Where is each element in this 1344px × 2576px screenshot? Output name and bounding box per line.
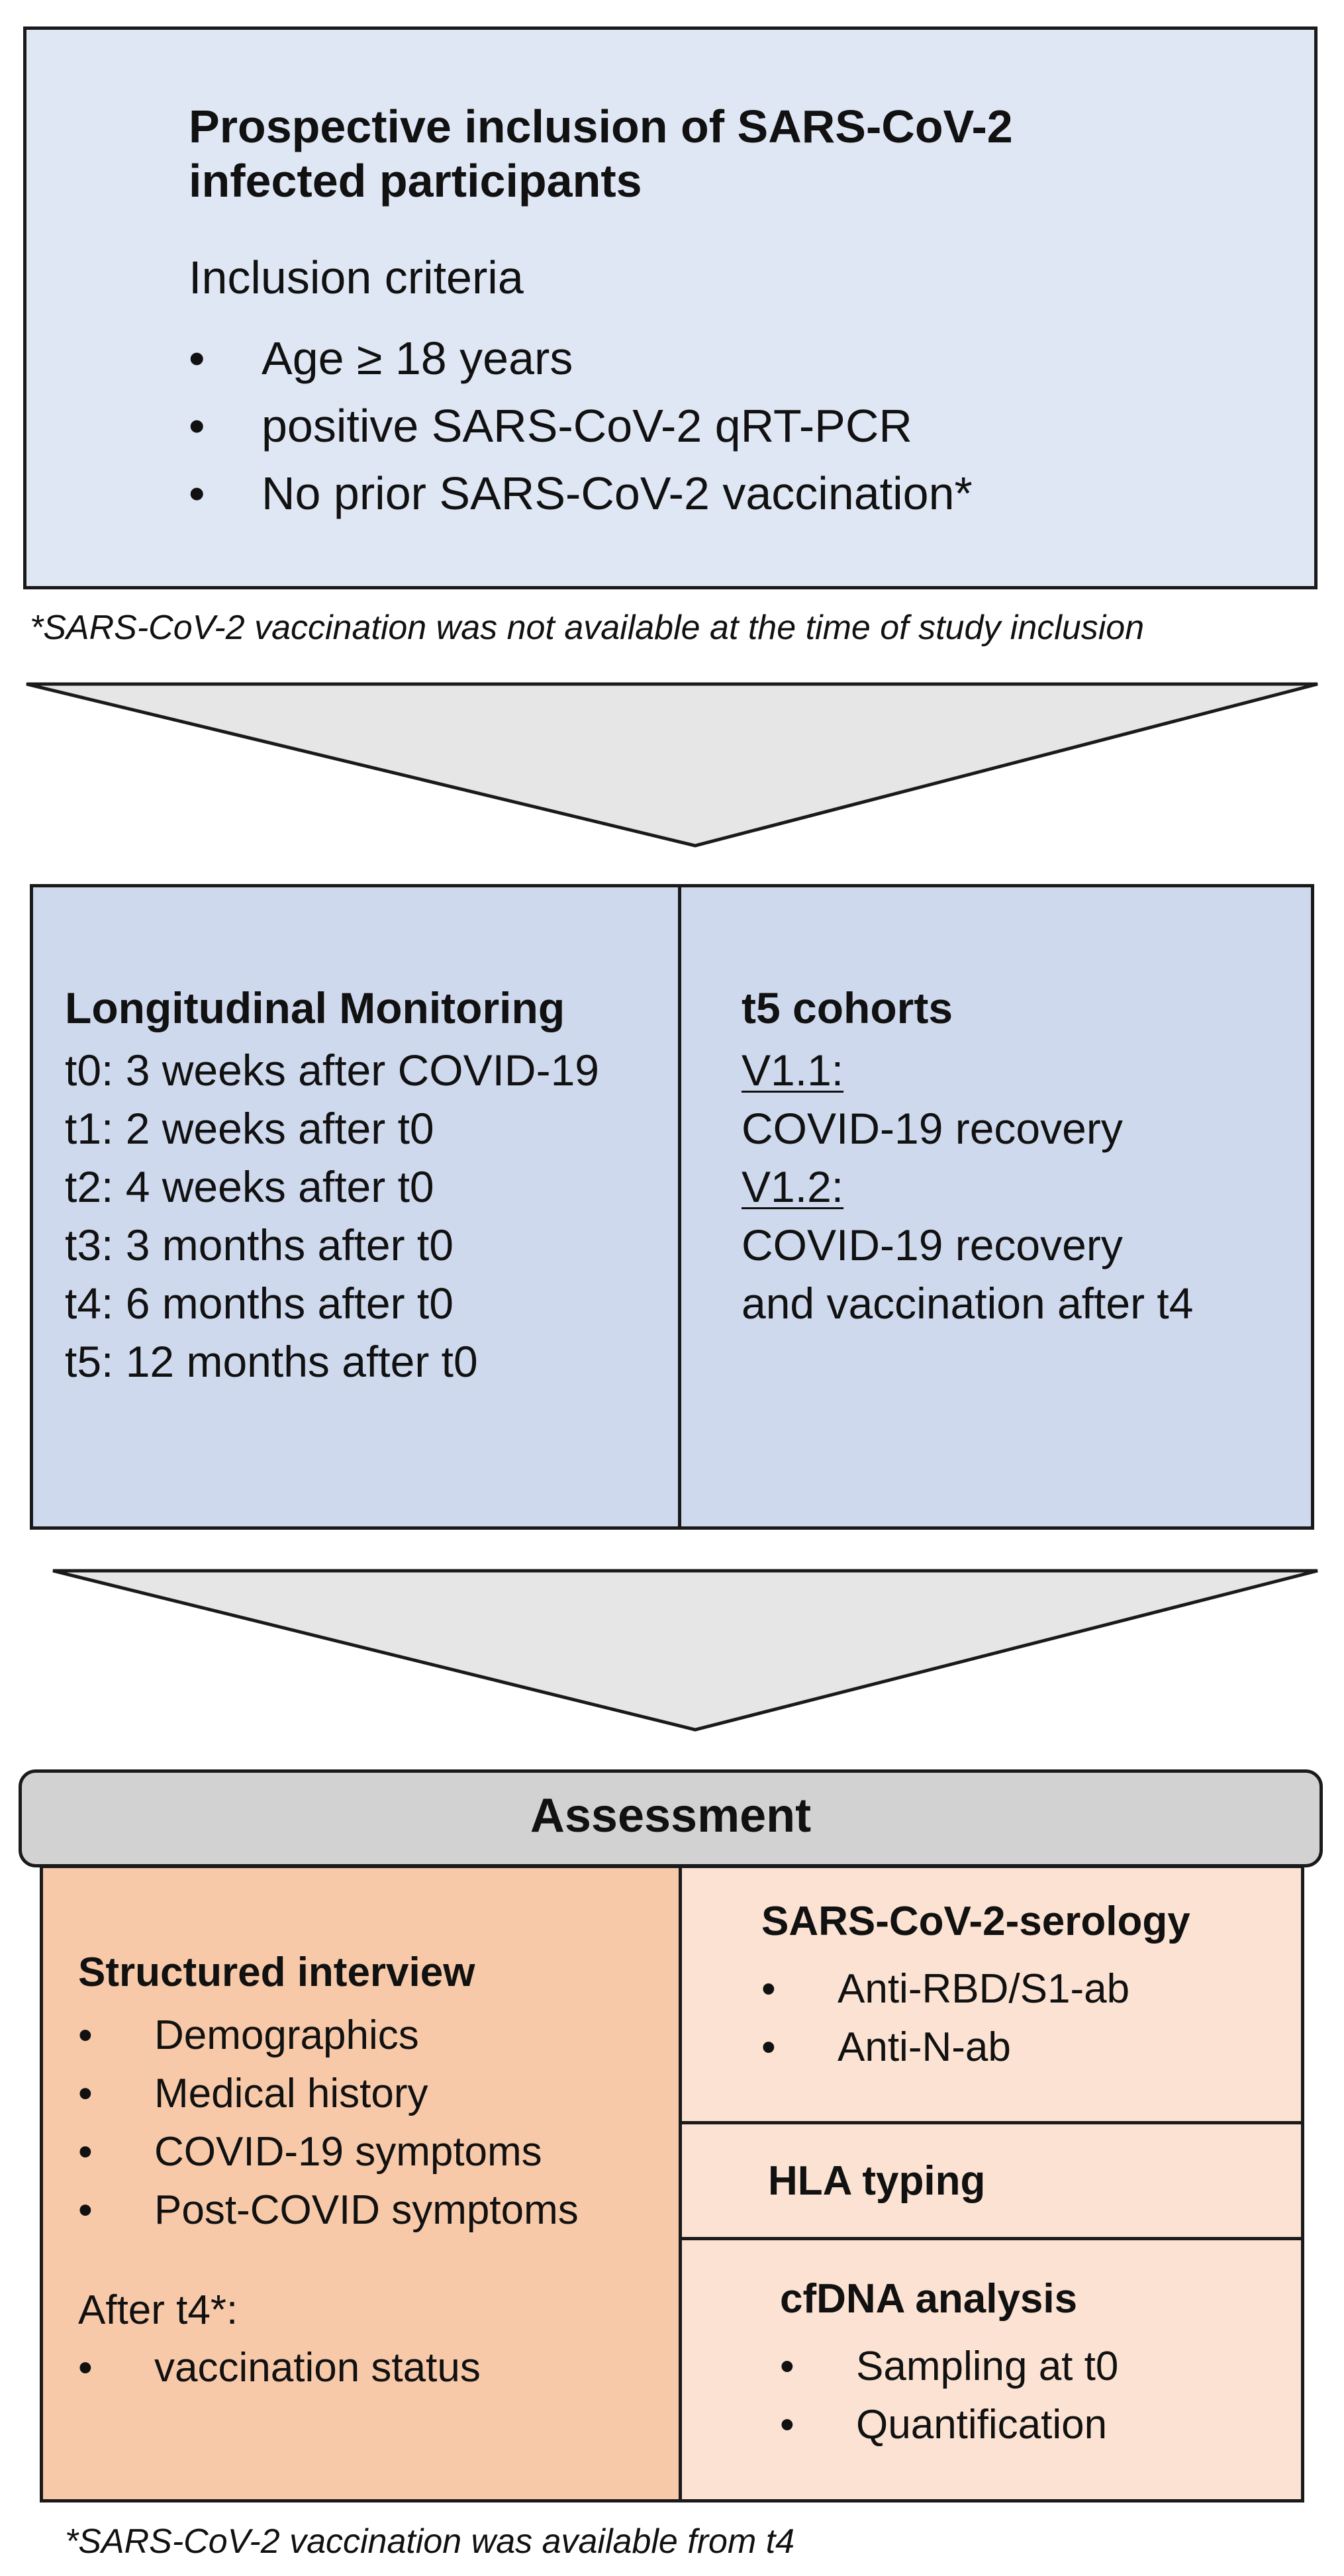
list-item: • vaccination status xyxy=(78,2345,481,2391)
list-item: • Age ≥ 18 years xyxy=(189,332,573,384)
list-item: • Medical history xyxy=(78,2071,428,2116)
cohort-v12-text-line2: and vaccination after t4 xyxy=(742,1279,1194,1328)
interview-title: Structured interview xyxy=(78,1950,475,1995)
criteria-item: Age ≥ 18 years xyxy=(262,332,573,384)
down-arrow-1 xyxy=(26,682,1318,848)
inclusion-title-line2: infected participants xyxy=(189,155,642,207)
assessment-title: Assessment xyxy=(530,1789,812,1842)
timepoint-item: t0: 3 weeks after COVID-19 xyxy=(65,1046,599,1095)
serology-cell xyxy=(679,1865,1304,2124)
interview-after-item: vaccination status xyxy=(154,2345,481,2391)
list-item: • COVID-19 symptoms xyxy=(78,2129,542,2175)
timepoint-item: t3: 3 months after t0 xyxy=(65,1220,454,1269)
list-item: • Anti-N-ab xyxy=(761,2024,1011,2070)
inclusion-footnote: *SARS-CoV-2 vaccination was not availabl… xyxy=(30,609,1145,647)
interview-after-label: After t4*: xyxy=(78,2287,238,2333)
cohort-v12-label: V1.2: xyxy=(742,1162,844,1211)
serology-title: SARS-CoV-2-serology xyxy=(761,1899,1190,1944)
timepoint-item: t4: 6 months after t0 xyxy=(65,1279,454,1328)
list-item: • Sampling at t0 xyxy=(780,2344,1119,2389)
cfdna-item: Quantification xyxy=(856,2402,1108,2448)
serology-list: • Anti-RBD/S1-ab • Anti-N-ab xyxy=(761,1960,1291,2077)
monitoring-title: Longitudinal Monitoring xyxy=(65,983,565,1032)
cohort-v12-text-line1: COVID-19 recovery xyxy=(742,1220,1123,1269)
assessment-footnote: *SARS-CoV-2 vaccination was available fr… xyxy=(65,2522,795,2561)
monitoring-divider xyxy=(678,884,681,1530)
interview-item: Demographics xyxy=(154,2012,419,2058)
criteria-heading: Inclusion criteria xyxy=(189,252,524,303)
criteria-item: positive SARS-CoV-2 qRT-PCR xyxy=(262,400,912,452)
list-item: • Anti-RBD/S1-ab xyxy=(761,1966,1130,2012)
interview-item: COVID-19 symptoms xyxy=(154,2129,542,2175)
cohorts-panel: t5 cohorts V1.1: COVID-19 recovery V1.2:… xyxy=(742,979,1193,1332)
list-item: • No prior SARS-CoV-2 vaccination* xyxy=(189,468,973,519)
hla-cell xyxy=(679,2121,1304,2240)
monitoring-box xyxy=(30,884,1314,1530)
cohort-v11-label: V1.1: xyxy=(742,1046,844,1095)
interview-item: Medical history xyxy=(154,2071,428,2116)
criteria-item: No prior SARS-CoV-2 vaccination* xyxy=(262,468,973,519)
cfdna-list: • Sampling at t0 • Quantification xyxy=(780,2338,1296,2454)
timepoint-item: t5: 12 months after t0 xyxy=(65,1337,478,1386)
inclusion-box xyxy=(23,26,1318,589)
list-item: • Demographics xyxy=(78,2012,419,2058)
criteria-list: • Age ≥ 18 years • positive SARS-CoV-2 q… xyxy=(189,324,1301,527)
list-item: • positive SARS-CoV-2 qRT-PCR xyxy=(189,400,912,452)
interview-after-list: • vaccination status xyxy=(78,2339,674,2397)
monitoring-panel: Longitudinal Monitoring t0: 3 weeks afte… xyxy=(65,979,599,1391)
list-item: • Quantification xyxy=(780,2402,1108,2448)
cfdna-cell xyxy=(679,2237,1304,2502)
cohort-v11-text: COVID-19 recovery xyxy=(742,1104,1123,1153)
inclusion-title-line1: Prospective inclusion of SARS-CoV-2 xyxy=(189,101,1013,152)
inclusion-title: Prospective inclusion of SARS-CoV-2 infe… xyxy=(189,99,1013,208)
serology-item: Anti-RBD/S1-ab xyxy=(838,1966,1130,2012)
timepoint-item: t2: 4 weeks after t0 xyxy=(65,1162,434,1211)
cfdna-title: cfDNA analysis xyxy=(780,2276,1078,2322)
interview-cell xyxy=(40,1865,682,2502)
cohorts-title: t5 cohorts xyxy=(742,983,953,1032)
cfdna-item: Sampling at t0 xyxy=(856,2344,1119,2389)
hla-title: HLA typing xyxy=(768,2158,986,2204)
list-item: • Post-COVID symptoms xyxy=(78,2187,579,2233)
serology-item: Anti-N-ab xyxy=(838,2024,1011,2070)
interview-list: • Demographics • Medical history • COVID… xyxy=(78,2006,674,2240)
interview-item: Post-COVID symptoms xyxy=(154,2187,579,2233)
down-arrow-2 xyxy=(52,1569,1318,1732)
timepoint-item: t1: 2 weeks after t0 xyxy=(65,1104,434,1153)
